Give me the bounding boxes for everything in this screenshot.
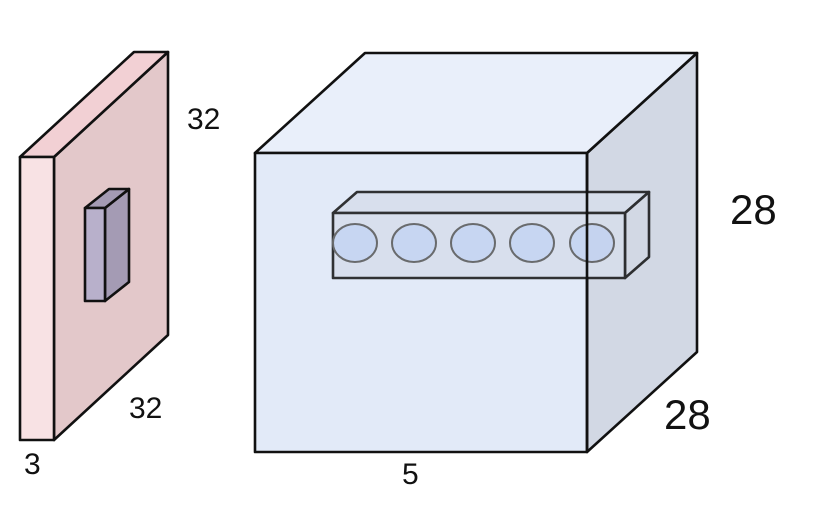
input-width-label: 32 — [129, 392, 162, 425]
output-volume: 28 28 5 — [253, 51, 777, 491]
neuron-2 — [391, 223, 437, 263]
filter-front-face — [83, 206, 107, 303]
output-depth-label: 5 — [402, 458, 419, 491]
neuron-3 — [450, 223, 496, 263]
input-volume-front-face — [18, 155, 56, 442]
output-width-label: 28 — [664, 391, 711, 438]
neuron-1 — [332, 223, 378, 263]
neuron-4 — [509, 223, 555, 263]
input-depth-label: 3 — [24, 448, 41, 481]
input-height-label: 32 — [187, 103, 220, 136]
filter-receptive-field — [83, 187, 131, 303]
neuron-column-top-face — [331, 190, 651, 215]
input-volume: 32 32 3 — [18, 50, 220, 481]
neuron-column — [331, 190, 651, 280]
neuron-5 — [569, 223, 615, 263]
output-height-label: 28 — [730, 186, 777, 233]
